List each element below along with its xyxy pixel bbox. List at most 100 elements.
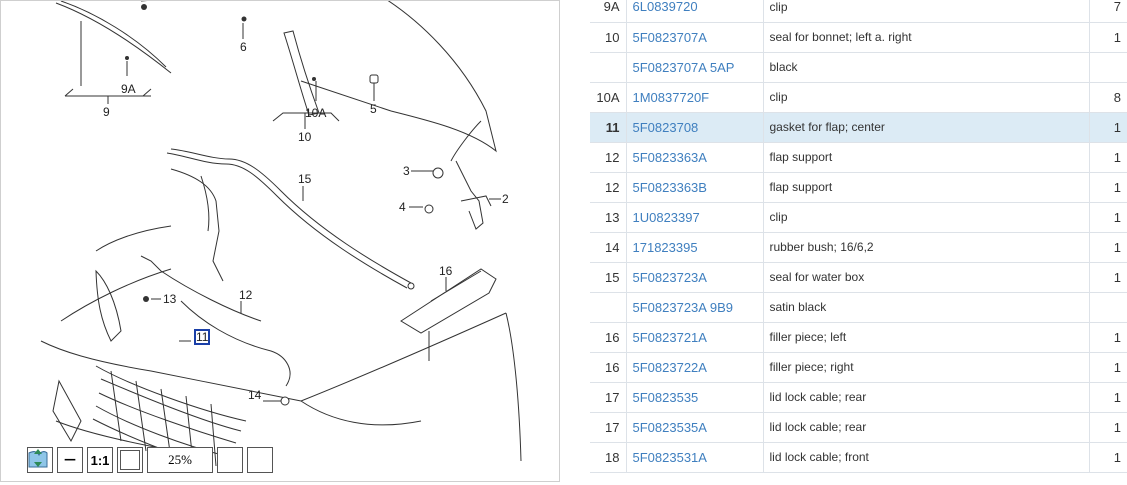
parts-diagram[interactable]: 9A 9 6 10A 10 5 15 3 4 2 16 13 12 14 11 …: [0, 0, 560, 482]
callout-label[interactable]: 10A: [305, 106, 326, 120]
callout-label[interactable]: 10: [298, 130, 312, 144]
part-position: 17: [590, 412, 627, 443]
zoom-out-button[interactable]: −: [57, 447, 83, 473]
part-number-link[interactable]: 5F0823531A: [626, 442, 764, 473]
part-description: satin black: [763, 292, 1090, 323]
part-position: 12: [590, 142, 627, 173]
part-position: [590, 292, 627, 323]
part-position: 10: [590, 22, 627, 53]
callout-label[interactable]: 2: [502, 192, 509, 206]
part-number-link[interactable]: 5F0823722A: [626, 352, 764, 383]
fit-page-button[interactable]: [117, 447, 143, 473]
diagram-toolbar: + − 1:1 25%: [27, 447, 273, 473]
callout-label[interactable]: 3: [403, 164, 410, 178]
part-description: clip: [763, 82, 1090, 113]
part-quantity: 1: [1089, 202, 1127, 233]
actual-size-label: 1:1: [90, 452, 110, 468]
part-description: seal for water box: [763, 262, 1090, 293]
part-description: clip: [763, 202, 1090, 233]
part-number-link[interactable]: 5F0823707A: [626, 22, 764, 53]
zoom-level-display[interactable]: 25%: [147, 447, 213, 473]
part-number-link[interactable]: 1U0823397: [626, 202, 764, 233]
part-number-link[interactable]: 5F0823535A: [626, 412, 764, 443]
part-number-link[interactable]: 5F0823707A 5AP: [626, 52, 764, 83]
highlighted-callout[interactable]: 11: [194, 329, 210, 345]
callout-label[interactable]: 16: [439, 264, 453, 278]
part-quantity: 7: [1089, 0, 1127, 23]
callout-label[interactable]: 14: [248, 388, 262, 402]
part-description: flap support: [763, 172, 1090, 203]
minus-icon: −: [63, 447, 77, 472]
part-quantity: 1: [1089, 262, 1127, 293]
actual-size-button[interactable]: 1:1: [87, 447, 113, 473]
part-position: 15: [590, 262, 627, 293]
part-position: 10A: [590, 82, 627, 113]
part-number-link[interactable]: 1M0837720F: [626, 82, 764, 113]
part-quantity: 1: [1089, 442, 1127, 473]
fit-height-icon: [28, 449, 48, 468]
fit-height-button[interactable]: [28, 447, 273, 473]
part-quantity: 1: [1089, 382, 1127, 413]
part-quantity: 1: [1089, 112, 1127, 143]
part-number-link[interactable]: 5F0823708: [626, 112, 764, 143]
part-position: 12: [590, 172, 627, 203]
callout-label[interactable]: 9: [103, 105, 110, 119]
part-number-link[interactable]: 5F0823363B: [626, 172, 764, 203]
part-number-link[interactable]: 5F0823723A: [626, 262, 764, 293]
part-position: 16: [590, 322, 627, 353]
callout-label[interactable]: 9A: [121, 82, 136, 96]
part-position: [590, 52, 627, 83]
fit-width-button[interactable]: [28, 447, 243, 473]
part-number-link[interactable]: 5F0823535: [626, 382, 764, 413]
part-description: gasket for flap; center: [763, 112, 1090, 143]
part-description: seal for bonnet; left a. right: [763, 22, 1090, 53]
part-quantity: 1: [1089, 322, 1127, 353]
part-description: lid lock cable; rear: [763, 412, 1090, 443]
part-description: lid lock cable; front: [763, 442, 1090, 473]
part-quantity: 1: [1089, 412, 1127, 443]
part-number-link[interactable]: 171823395: [626, 232, 764, 263]
part-position: 17: [590, 382, 627, 413]
part-quantity: 1: [1089, 172, 1127, 203]
part-description: flap support: [763, 142, 1090, 173]
part-quantity: [1089, 52, 1127, 83]
fit-page-icon: [120, 450, 140, 470]
callout-label[interactable]: 13: [163, 292, 177, 306]
callout-label[interactable]: 4: [399, 200, 406, 214]
part-description: filler piece; right: [763, 352, 1090, 383]
part-description: lid lock cable; rear: [763, 382, 1090, 413]
part-number-link[interactable]: 6L0839720: [626, 0, 764, 23]
exploded-view-drawing: 9A 9 6 10A 10 5 15 3 4 2 16 13 12 14: [40, 1, 522, 467]
part-description: rubber bush; 16/6,2: [763, 232, 1090, 263]
part-description: filler piece; left: [763, 322, 1090, 353]
part-number-link[interactable]: 5F0823721A: [626, 322, 764, 353]
part-position: 9A: [590, 0, 627, 23]
callout-label[interactable]: 6: [240, 40, 247, 54]
callout-label[interactable]: 5: [370, 102, 377, 116]
part-position: 11: [590, 112, 627, 143]
part-number-link[interactable]: 5F0823723A 9B9: [626, 292, 764, 323]
callout-label[interactable]: 15: [298, 172, 312, 186]
part-number-link[interactable]: 5F0823363A: [626, 142, 764, 173]
part-quantity: 1: [1089, 232, 1127, 263]
callout-label[interactable]: 12: [239, 288, 253, 302]
part-description: black: [763, 52, 1090, 83]
